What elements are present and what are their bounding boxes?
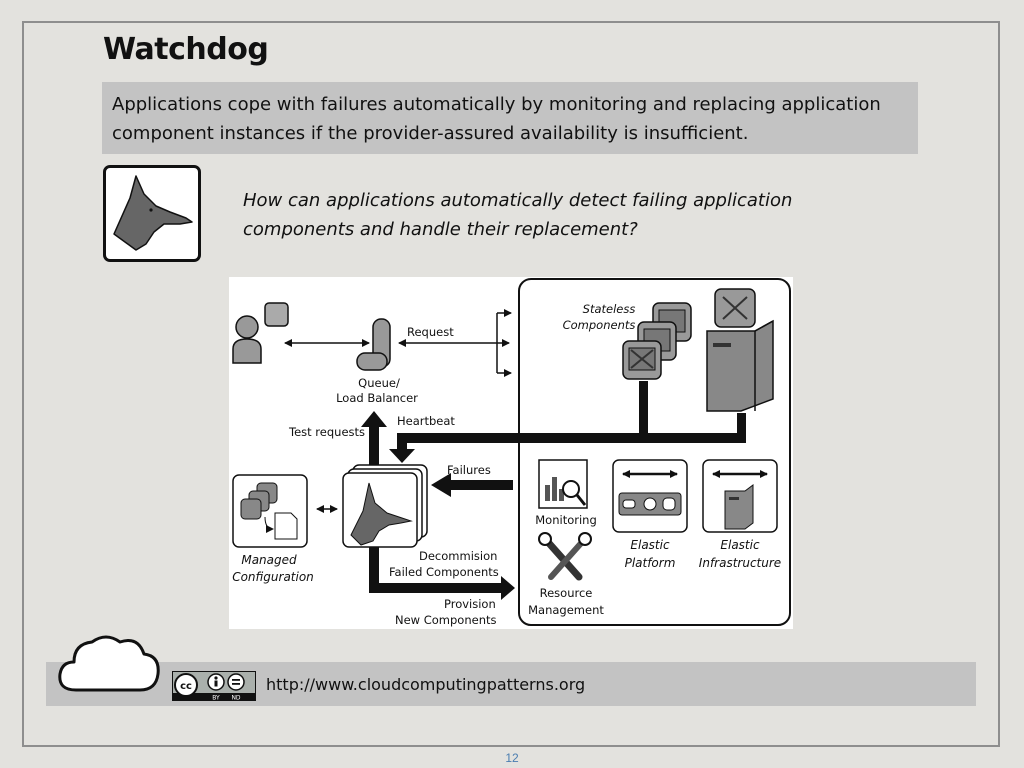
request-label: Request bbox=[407, 325, 454, 339]
intent-box: Applications cope with failures automati… bbox=[102, 82, 918, 154]
resource-label-1: Resource bbox=[540, 586, 593, 600]
decommission-label-2: Failed Components bbox=[389, 565, 499, 579]
monitoring-label: Monitoring bbox=[535, 513, 597, 527]
server-icon bbox=[706, 288, 774, 412]
no-derivatives-icon bbox=[227, 673, 245, 691]
watchdog-component bbox=[342, 464, 428, 548]
failures-arrow bbox=[431, 473, 513, 497]
cc-icon bbox=[174, 673, 198, 697]
stateless-components-icon bbox=[622, 302, 692, 380]
diagram-background bbox=[229, 277, 793, 629]
elastic-platform-icon bbox=[612, 459, 688, 533]
test-requests-arrow bbox=[361, 411, 387, 465]
managed-label-1: Managed bbox=[241, 553, 297, 567]
stateless-label-1: Stateless bbox=[583, 302, 636, 316]
stateless-label-2: Components bbox=[563, 318, 636, 332]
elastic-platform-label-1: Elastic bbox=[630, 538, 670, 552]
elastic-platform-label-2: Platform bbox=[625, 556, 676, 570]
cloud-provider-box bbox=[518, 278, 791, 626]
failures-label: Failures bbox=[447, 463, 491, 477]
elastic-infrastructure-icon bbox=[702, 459, 778, 533]
resource-management-icon bbox=[538, 532, 592, 581]
cc-text: cc bbox=[180, 681, 192, 692]
request-fork bbox=[496, 309, 512, 377]
decommission-label-1: Decommision bbox=[419, 549, 497, 563]
provision-arrow bbox=[369, 547, 515, 600]
problem-question: How can applications automatically detec… bbox=[243, 190, 793, 240]
test-requests-label: Test requests bbox=[288, 425, 365, 439]
footer-url-link[interactable]: http://www.cloudcomputingpatterns.org bbox=[266, 675, 586, 694]
page-number: 12 bbox=[505, 751, 519, 765]
nd-label: ND bbox=[231, 695, 240, 702]
by-label: BY bbox=[212, 695, 220, 702]
watchdog-diagram: Queue/ Load Balancer Request Stateless C… bbox=[229, 277, 793, 629]
queue-label-2: Load Balancer bbox=[336, 391, 418, 405]
queue-icon bbox=[356, 318, 391, 371]
heartbeat-arrow bbox=[389, 381, 746, 463]
user-icon bbox=[232, 302, 289, 364]
elastic-infra-label-1: Elastic bbox=[720, 538, 760, 552]
resource-label-2: Management bbox=[528, 603, 604, 617]
slide-title: Watchdog bbox=[103, 32, 269, 67]
pattern-icon-box bbox=[103, 165, 201, 262]
heartbeat-label: Heartbeat bbox=[397, 414, 455, 428]
managed-label-2: Configuration bbox=[232, 570, 314, 584]
cloud-icon bbox=[58, 635, 160, 692]
elastic-infra-label-2: Infrastructure bbox=[699, 556, 781, 570]
creative-commons-badge: cc BY ND bbox=[172, 671, 256, 701]
provision-label-1: Provision bbox=[444, 597, 496, 611]
monitoring-icon bbox=[538, 459, 588, 509]
provision-label-2: New Components bbox=[395, 613, 497, 627]
queue-label-1: Queue/ bbox=[358, 376, 400, 390]
slide-frame bbox=[22, 21, 1000, 747]
managed-configuration-icon bbox=[232, 474, 308, 548]
dog-head-icon bbox=[113, 175, 193, 251]
